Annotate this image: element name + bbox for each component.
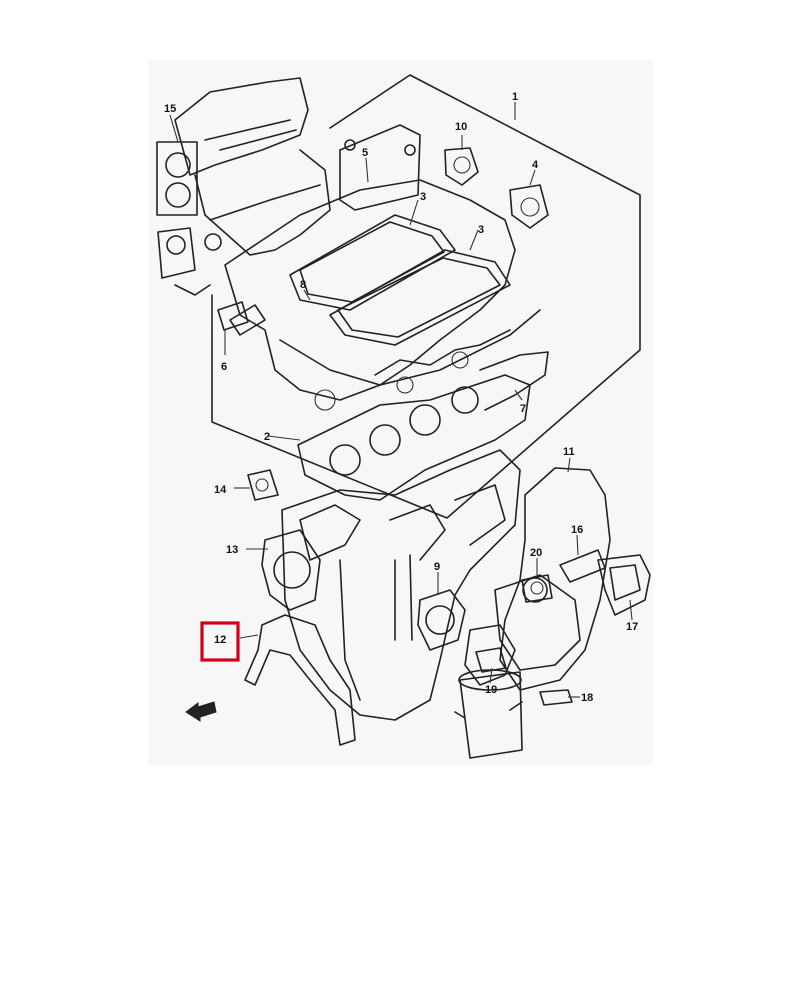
small-gaskets xyxy=(217,147,573,706)
label-5: 5 xyxy=(362,147,368,159)
label-16: 16 xyxy=(571,524,583,536)
label-20: 20 xyxy=(530,547,542,559)
label-15: 15 xyxy=(164,103,176,115)
label-8: 8 xyxy=(300,279,306,291)
label-17: 17 xyxy=(626,621,638,633)
label-7: 7 xyxy=(520,403,526,415)
label-19: 19 xyxy=(485,684,497,696)
label-3a: 3 xyxy=(420,191,426,203)
label-2: 2 xyxy=(264,431,270,443)
front-arrow-icon xyxy=(185,701,217,722)
timing-cover xyxy=(494,467,651,691)
label-18: 18 xyxy=(581,692,593,704)
highlight-box-12 xyxy=(200,621,240,662)
kit-box-outline xyxy=(211,74,641,519)
label-11: 11 xyxy=(563,446,575,458)
label-12: 12 xyxy=(214,634,226,646)
label-14: 14 xyxy=(214,484,227,496)
leader-lines xyxy=(169,102,633,698)
cylinder-head xyxy=(224,124,549,411)
label-3b: 3 xyxy=(478,224,484,236)
label-6: 6 xyxy=(221,361,227,373)
label-10: 10 xyxy=(455,121,467,133)
label-9: 9 xyxy=(434,561,440,573)
part-labels: 1 2 3 3 4 5 6 7 8 9 10 11 12 13 14 15 16… xyxy=(164,91,638,704)
label-4: 4 xyxy=(532,159,539,171)
rear-housing-gasket xyxy=(244,614,356,746)
engine-block xyxy=(281,449,521,721)
intake-manifold xyxy=(156,77,331,296)
label-13: 13 xyxy=(226,544,238,556)
label-1: 1 xyxy=(512,91,518,103)
head-gasket xyxy=(297,374,531,501)
